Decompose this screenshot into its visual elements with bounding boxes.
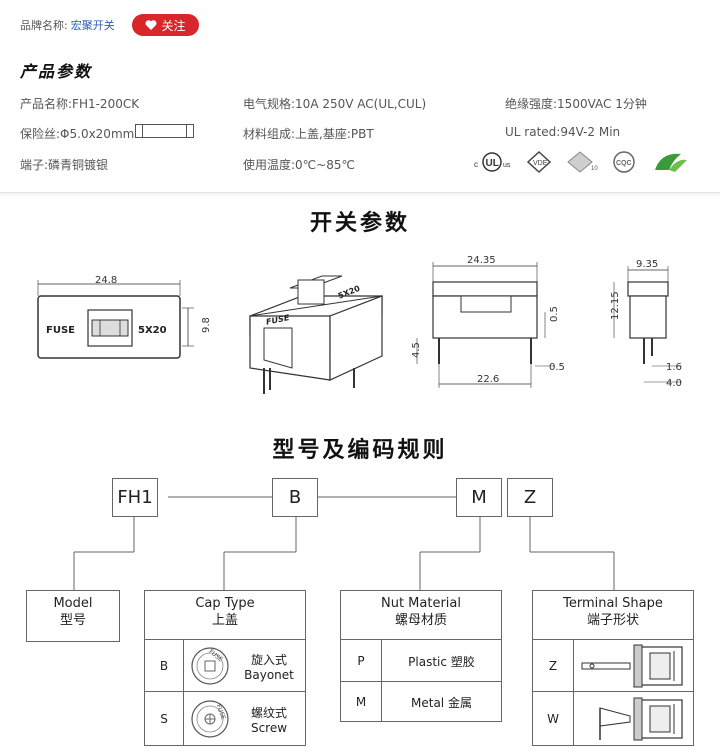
spec-product-name: 产品名称:FH1-200CK bbox=[20, 97, 140, 111]
nut-material-box: Nut Material 螺母材质 P Plastic 塑胶 M Metal 金… bbox=[340, 590, 502, 722]
terminal-shape-row: W bbox=[533, 691, 693, 746]
front-5x20-label: 5X20 bbox=[138, 325, 167, 336]
terminal-shape-label-cn: 端子形状 bbox=[586, 613, 639, 628]
cap-type-row: B FUSE 旋入式 Bayonet bbox=[145, 639, 305, 692]
cap-type-row: S FUSE 螺纹式 Screw bbox=[145, 691, 305, 746]
heart-icon bbox=[146, 20, 157, 30]
cap-type-box: Cap Type 上盖 B FUSE 旋入式 Bayonet S bbox=[144, 590, 306, 746]
spec-terminal: 端子:磷青铜镀银 bbox=[20, 158, 109, 172]
dim-pin-span-label: 22.6 bbox=[477, 374, 499, 385]
rohs-certification-icon bbox=[651, 150, 691, 174]
terminal-w-icon bbox=[575, 692, 691, 746]
spec-material: 材料组成:上盖,基座:PBT bbox=[243, 127, 374, 141]
brand-label: 品牌名称: bbox=[20, 19, 68, 32]
svg-text:VDE: VDE bbox=[533, 160, 548, 167]
cap-type-label-cn: 上盖 bbox=[211, 613, 238, 628]
cap-name-cn-screw: 螺纹式 bbox=[250, 705, 287, 720]
vde-certification-icon: VDE bbox=[526, 150, 552, 174]
cap-name-bayonet: Bayonet bbox=[244, 667, 294, 682]
screw-cap-icon: FUSE bbox=[185, 692, 235, 746]
spec-fuse: 保险丝:Φ5.0x20mm bbox=[20, 127, 135, 141]
isometric-view-drawing: FUSE 5X20 bbox=[249, 275, 383, 394]
nut-material-label: Nut Material bbox=[380, 596, 461, 611]
code-box-z: Z bbox=[507, 478, 553, 517]
front-fuse-label: FUSE bbox=[46, 325, 75, 336]
cap-name-cn-bayonet: 旋入式 bbox=[250, 652, 287, 667]
spec-ul-rating: UL rated:94V-2 Min bbox=[505, 125, 621, 139]
spec-insulation: 绝缘强度:1500VAC 1分钟 bbox=[505, 97, 647, 111]
iso-fuse-label: FUSE bbox=[266, 312, 289, 327]
terminal-z-icon bbox=[575, 640, 691, 692]
nut-material-label-cn: 螺母材质 bbox=[394, 613, 447, 628]
bayonet-cap-icon: FUSE bbox=[185, 640, 235, 692]
svg-text:us: us bbox=[503, 162, 511, 169]
spec-temperature: 使用温度:0℃~85℃ bbox=[243, 158, 355, 172]
model-box: Model 型号 bbox=[26, 590, 120, 642]
dim-pin-offset-label: 0.5 bbox=[549, 306, 560, 322]
cqc-certification-icon: CQC bbox=[609, 150, 639, 174]
brand-row: 品牌名称: 宏聚开关 bbox=[20, 17, 115, 33]
front-view-drawing: 24.8 FUSE 5X20 9.8 bbox=[37, 275, 210, 359]
code-box-fh1: FH1 bbox=[112, 478, 158, 517]
section-title: 产品参数 bbox=[20, 62, 93, 81]
terminal-code-w: W bbox=[547, 712, 559, 726]
code-connector-lines bbox=[73, 496, 615, 590]
follow-label: 关注 bbox=[161, 18, 186, 33]
code-box-b: B bbox=[272, 478, 318, 517]
svg-text:10: 10 bbox=[591, 166, 598, 172]
terminal-shape-box: Terminal Shape 端子形状 Z W bbox=[532, 590, 694, 746]
dim-pin-length-label: 4.5 bbox=[411, 342, 422, 358]
cap-code-b: B bbox=[159, 659, 169, 673]
nut-code-m: M bbox=[355, 695, 367, 709]
dim-end-pin-label: 4.0 bbox=[666, 378, 682, 389]
terminal-shape-row: Z bbox=[533, 639, 693, 692]
dim-pin-gap-label: 0.5 bbox=[549, 362, 565, 373]
dim-end-width-label: 9.35 bbox=[636, 259, 658, 270]
ccc-certification-icon: 10 bbox=[566, 150, 600, 174]
code-box-m: M bbox=[456, 478, 502, 517]
svg-text:CQC: CQC bbox=[616, 160, 632, 167]
terminal-shape-label: Terminal Shape bbox=[563, 596, 663, 611]
dim-width-label: 24.8 bbox=[95, 275, 117, 286]
switch-params-title: 开关参数 bbox=[309, 211, 410, 236]
brand-name-link[interactable]: 宏聚开关 bbox=[70, 19, 115, 32]
cap-code-s: S bbox=[160, 712, 168, 726]
side-view-drawing: 24.35 0.5 0.5 4.5 22.6 bbox=[411, 255, 565, 388]
nut-name-metal: Metal 金属 bbox=[411, 695, 472, 710]
ul-certification-icon: c UL us bbox=[472, 150, 518, 174]
nut-code-p: P bbox=[357, 654, 365, 668]
end-view-drawing: 9.35 12.15 1.6 4.0 bbox=[610, 259, 682, 389]
screw-icon-text: FUSE bbox=[215, 704, 227, 721]
follow-button[interactable]: 关注 bbox=[132, 14, 199, 36]
dim-height-label: 9.8 bbox=[201, 317, 210, 333]
dim-side-width-label: 24.35 bbox=[467, 255, 496, 266]
svg-text:UL: UL bbox=[486, 158, 499, 169]
cap-type-label: Cap Type bbox=[195, 596, 255, 611]
model-label: Model bbox=[53, 596, 93, 611]
dim-side-height-label: 12.15 bbox=[610, 291, 621, 320]
model-code-title: 型号及编码规则 bbox=[272, 438, 448, 463]
spec-electrical: 电气规格:10A 250V AC(UL,CUL) bbox=[243, 97, 427, 111]
fuse-icon bbox=[135, 124, 194, 138]
product-info-card: 品牌名称: 宏聚开关 关注 产品参数 产品名称:FH1-200CK 电气规格:1… bbox=[0, 0, 720, 193]
nut-material-row: P Plastic 塑胶 bbox=[341, 639, 501, 682]
cap-name-screw: Screw bbox=[250, 720, 288, 735]
dim-pin-pitch-label: 1.6 bbox=[666, 362, 682, 373]
model-label-cn: 型号 bbox=[59, 613, 86, 628]
nut-material-row: M Metal 金属 bbox=[341, 681, 501, 722]
terminal-code-z: Z bbox=[548, 659, 558, 673]
svg-text:c: c bbox=[474, 160, 478, 169]
nut-name-plastic: Plastic 塑胶 bbox=[408, 654, 475, 669]
